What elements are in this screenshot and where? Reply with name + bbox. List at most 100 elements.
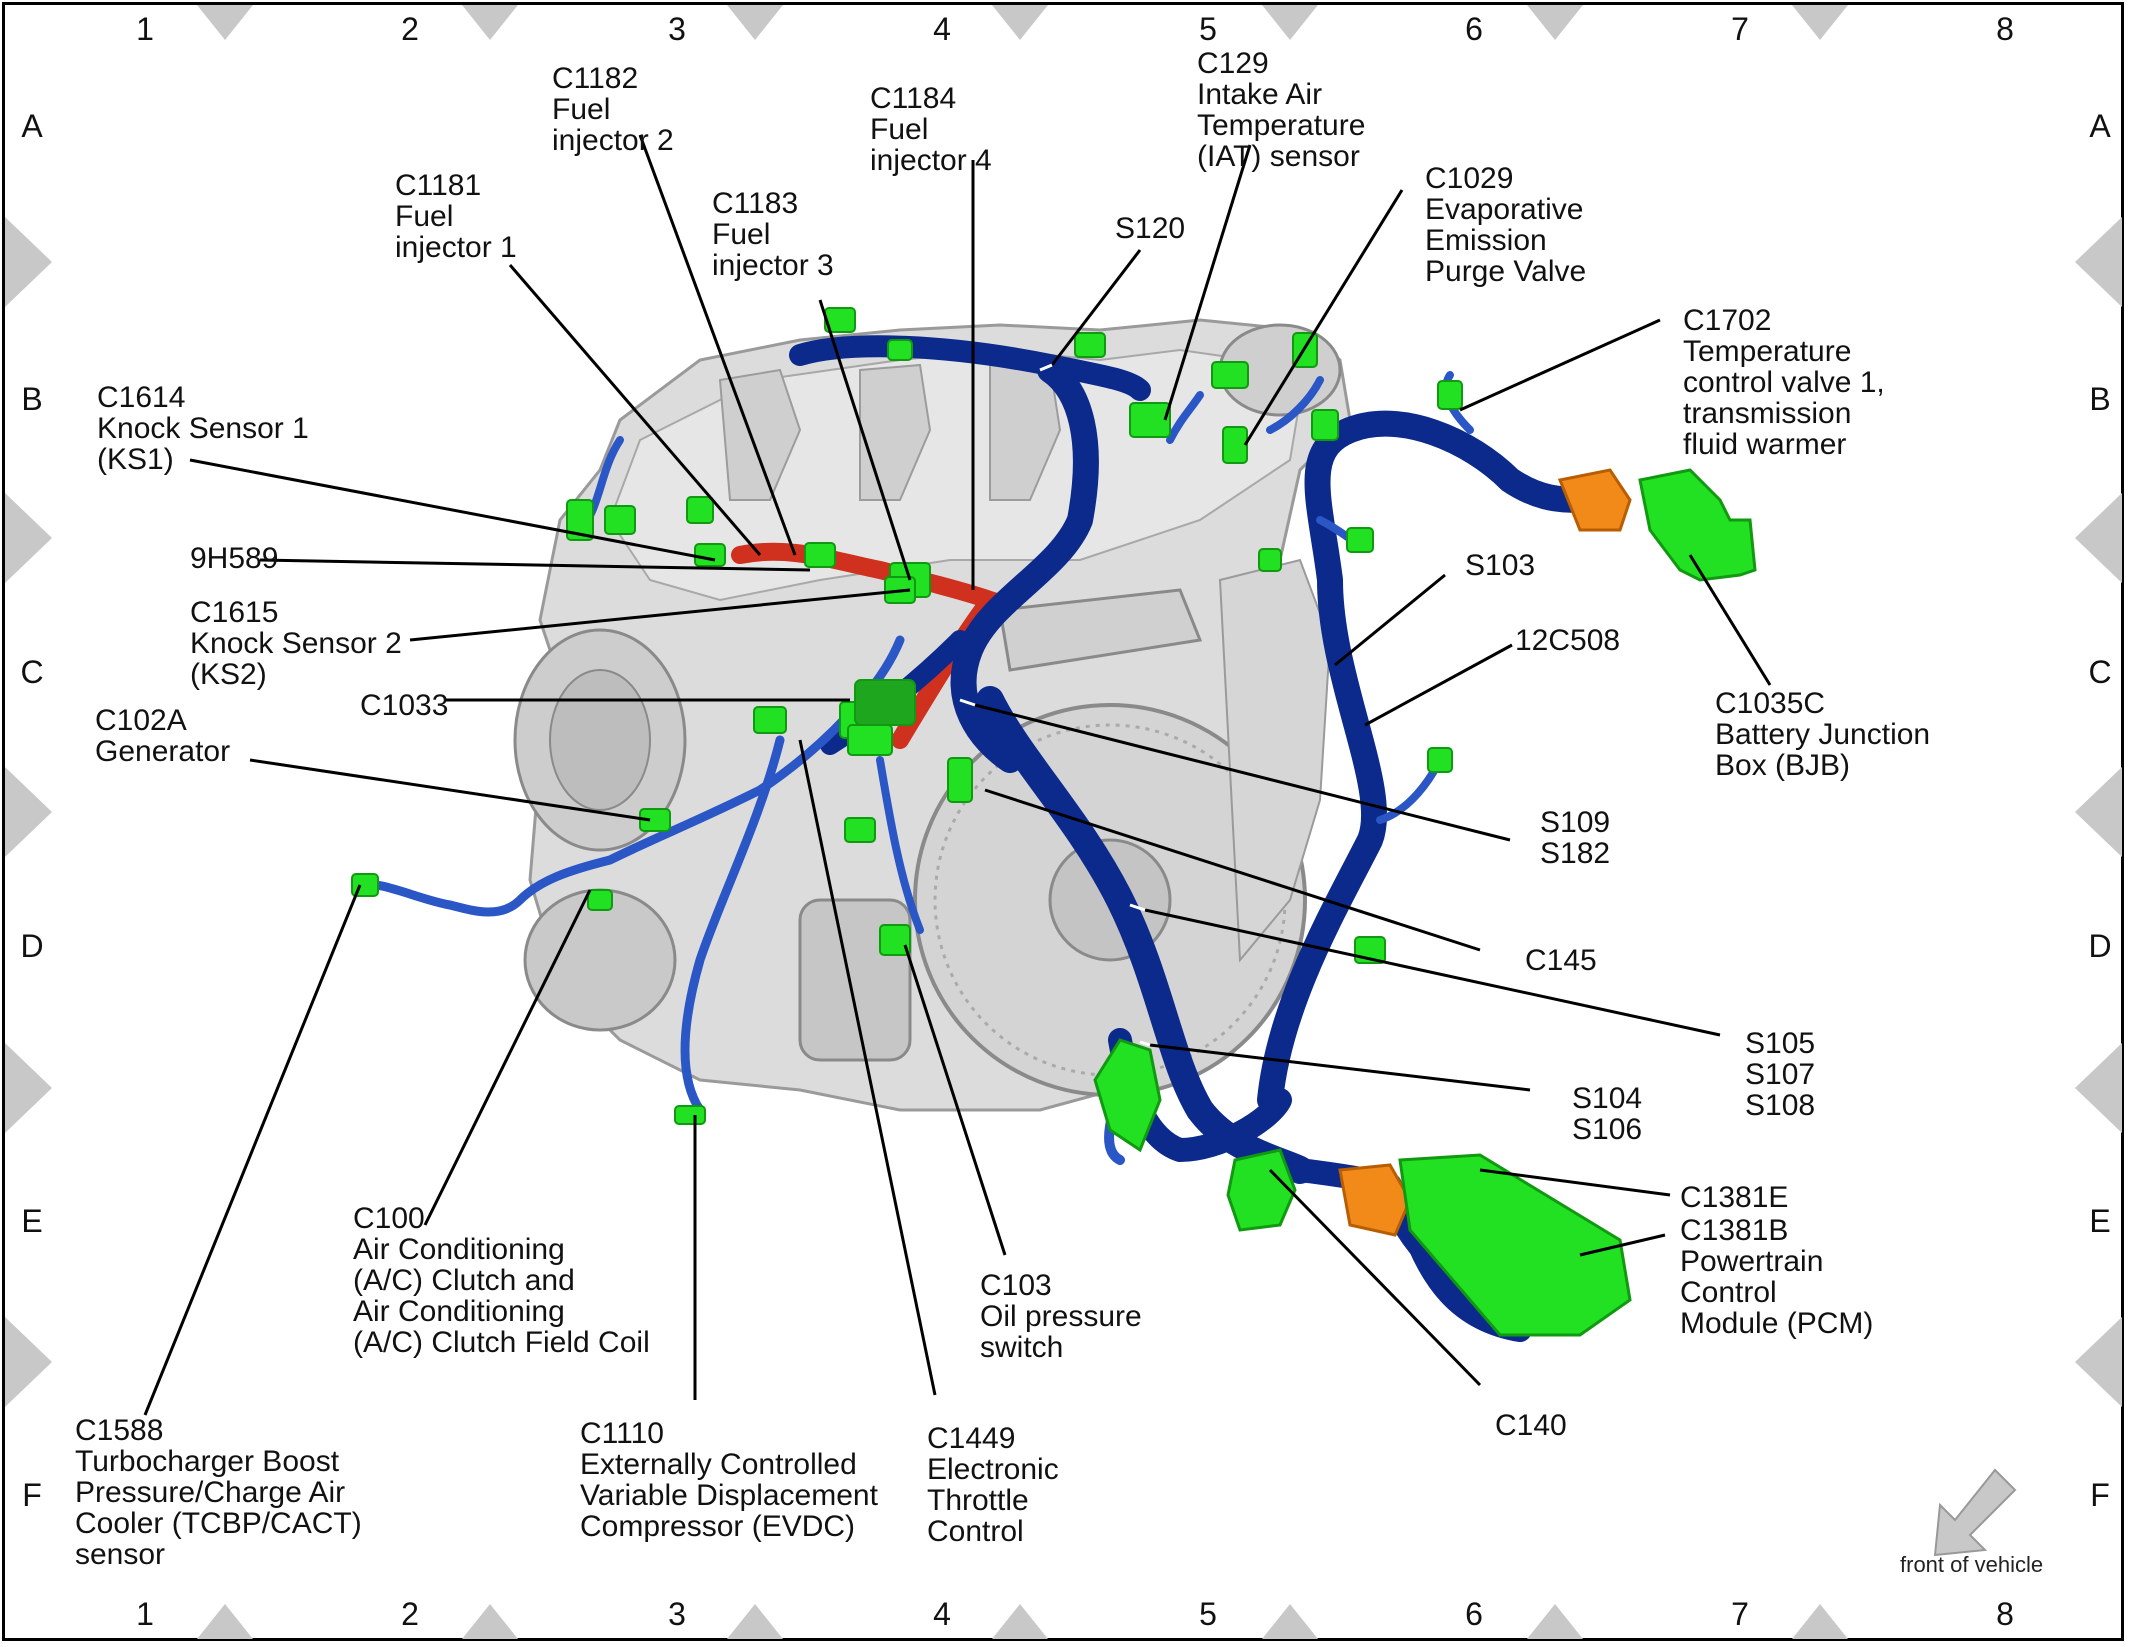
leader-line — [1149, 1043, 1531, 1092]
leader-lines — [143, 134, 1772, 1416]
border-marker-top — [727, 5, 783, 40]
grid-row-right: E — [2089, 1203, 2110, 1239]
label-c1588-line: Turbocharger Boost — [75, 1445, 340, 1478]
leader-line — [903, 944, 1007, 1256]
label-c1702-line: Temperature — [1683, 335, 1851, 368]
main-harness — [355, 335, 1603, 1342]
connector-plug — [1211, 361, 1249, 389]
label-c100-line: Air Conditioning — [353, 1295, 565, 1328]
grid-column-bottom: 7 — [1731, 1596, 1749, 1632]
label-c1615-line: C1615 — [190, 596, 278, 629]
label-s105-line: S108 — [1745, 1089, 1815, 1122]
border-marker-right — [2075, 217, 2122, 307]
leader-line — [508, 264, 762, 556]
label-c100-line: Air Conditioning — [353, 1233, 565, 1266]
label-c103-line: Oil pressure — [980, 1300, 1142, 1333]
connector-plug — [887, 339, 913, 361]
label-s120: S120 — [1115, 212, 1185, 245]
grid-column-bottom: 5 — [1199, 1596, 1217, 1632]
grid-column-top: 3 — [668, 11, 686, 47]
grid-column-bottom: 6 — [1465, 1596, 1483, 1632]
leader-line — [189, 458, 716, 562]
label-c1035c-line: Box (BJB) — [1715, 749, 1850, 782]
label-c1702-line: control valve 1, — [1683, 366, 1885, 399]
border-marker-top — [1262, 5, 1318, 40]
label-c100-line: (A/C) Clutch Field Coil — [353, 1326, 650, 1359]
label-c103-line: switch — [980, 1331, 1063, 1364]
label-c1588-line: Pressure/Charge Air — [75, 1476, 345, 1509]
label-c1184-line: Fuel — [870, 113, 928, 146]
label-c1702-line: fluid warmer — [1683, 428, 1846, 461]
front-of-vehicle-label: front of vehicle — [1900, 1552, 2043, 1577]
label-c1182-line: Fuel — [552, 93, 610, 126]
label-s105-line: S107 — [1745, 1058, 1815, 1091]
border-marker-bottom — [727, 1604, 783, 1639]
arrow-down-left-icon — [1933, 1468, 2017, 1557]
label-c1033-line: C1033 — [360, 689, 448, 722]
leader-line — [1243, 189, 1404, 446]
label-c12c508: 12C508 — [1515, 624, 1620, 657]
connector-plug — [844, 817, 876, 843]
border-marker-bottom — [992, 1604, 1048, 1639]
grid-row-right: C — [2088, 654, 2111, 690]
label-c1614-line: Knock Sensor 1 — [97, 412, 309, 445]
leader-line — [1050, 249, 1142, 366]
label-c140-line: C140 — [1495, 1409, 1567, 1442]
label-s109-line: S109 — [1540, 806, 1610, 839]
label-s103: S103 — [1465, 549, 1535, 582]
leader-line — [974, 703, 1511, 842]
grid-row-right: B — [2089, 381, 2110, 417]
label-c1381b-line: Powertrain — [1680, 1245, 1823, 1278]
border-marker-bottom — [1792, 1604, 1848, 1639]
connector-plug — [1129, 402, 1171, 438]
label-c1184-line: C1184 — [870, 82, 956, 115]
border-marker-right — [2075, 493, 2122, 583]
connector-plug — [694, 543, 726, 567]
grid-row-right: F — [2090, 1477, 2110, 1513]
border-marker-bottom — [462, 1604, 518, 1639]
label-c1110-line: C1110 — [580, 1417, 664, 1450]
label-c1615-line: (KS2) — [190, 658, 267, 691]
border-marker-top — [462, 5, 518, 40]
label-c1381e: C1381E — [1680, 1181, 1788, 1214]
grid-column-top: 2 — [401, 11, 419, 47]
border-markers — [5, 5, 2122, 1639]
leader-line — [249, 758, 651, 822]
grid-row-left: B — [21, 381, 42, 417]
splice-leader — [1129, 903, 1146, 912]
label-c1449-line: Control — [927, 1515, 1024, 1548]
label-c1449-line: C1449 — [927, 1422, 1015, 1455]
label-h9h589-line: 9H589 — [190, 542, 278, 575]
label-s103-line: S103 — [1465, 549, 1535, 582]
connector-plug — [587, 889, 613, 911]
label-c1181-line: injector 1 — [395, 231, 517, 264]
border-marker-top — [197, 5, 253, 40]
label-c129-line: (IAT) sensor — [1197, 140, 1360, 173]
grid-column-top: 8 — [1996, 11, 2014, 47]
leader-line — [984, 788, 1481, 952]
label-c1381b-line: C1381B — [1680, 1214, 1788, 1247]
label-c1449-line: Throttle — [927, 1484, 1029, 1517]
label-c145-line: C145 — [1525, 944, 1597, 977]
border-marker-bottom — [1527, 1604, 1583, 1639]
label-c1588-line: C1588 — [75, 1414, 163, 1447]
leader-line — [818, 299, 912, 581]
label-c103-line: C103 — [980, 1269, 1052, 1302]
connector-plug — [686, 496, 714, 524]
connector-plug — [604, 505, 636, 535]
label-s120-line: S120 — [1115, 212, 1185, 245]
c1033-connector — [854, 679, 916, 726]
connector-plug — [1346, 527, 1374, 553]
label-c1029-line: Purge Valve — [1425, 255, 1586, 288]
